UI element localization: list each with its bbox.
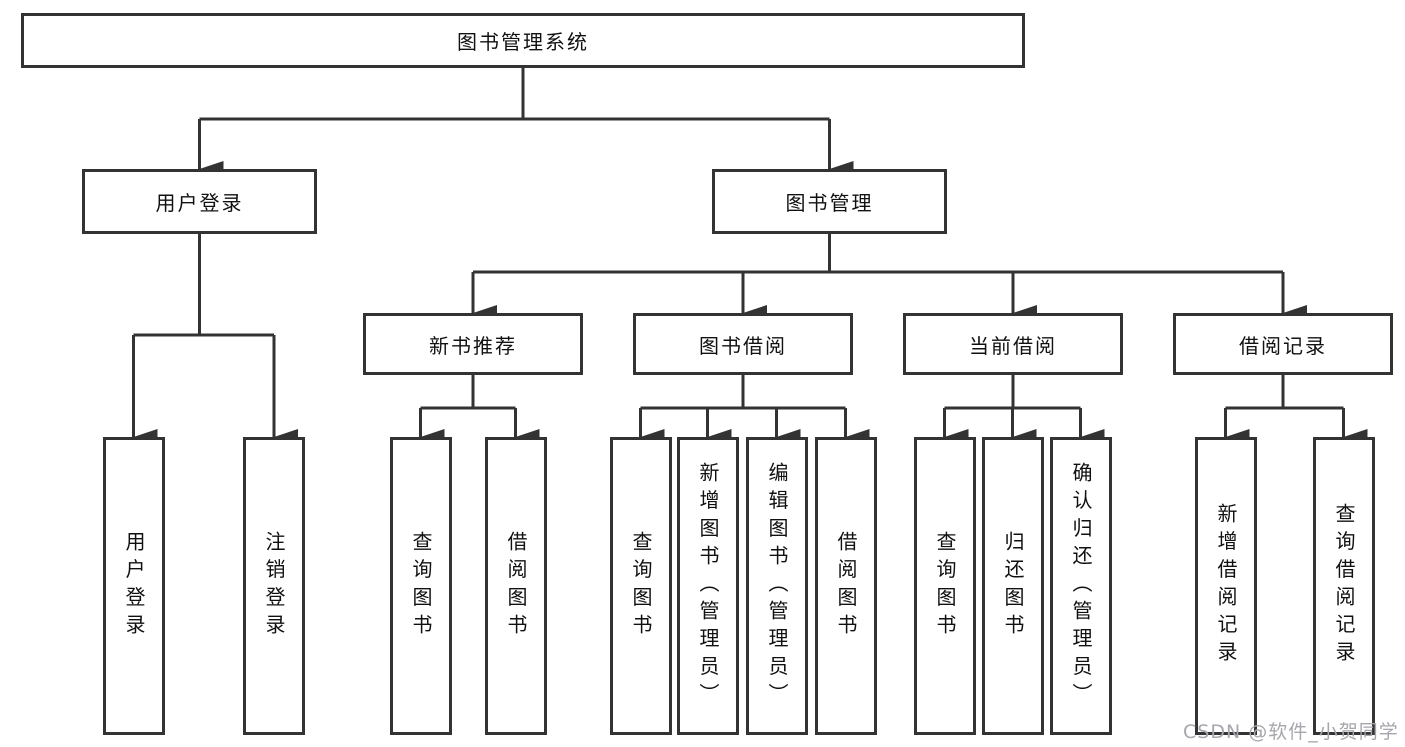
node-root-label: 图书管理系统 [457,30,589,54]
leaf-add-book-admin: 新增图书（管理员） [677,437,739,735]
node-book-management: 图书管理 [712,169,947,234]
leaf-query-book-newbook: 查询图书 [390,437,452,735]
leaf-query-book-borrowing-label: 查询图书 [629,530,653,642]
leaf-return-book-label: 归还图书 [1001,530,1025,642]
leaf-query-book-newbook-label: 查询图书 [409,530,433,642]
leaf-user-login: 用户登录 [103,437,165,735]
leaf-logout-label: 注销登录 [262,530,286,642]
leaf-query-borrow-record: 查询借阅记录 [1313,437,1375,735]
leaf-query-book-current-label: 查询图书 [933,530,957,642]
leaf-confirm-return-admin-label: 确认归还（管理员） [1069,461,1093,711]
node-new-book-recommend: 新书推荐 [363,313,583,375]
leaf-return-book: 归还图书 [982,437,1044,735]
leaf-add-book-admin-label: 新增图书（管理员） [696,461,720,711]
node-user-login: 用户登录 [82,169,317,234]
node-book-borrowing-label: 图书借阅 [699,333,787,358]
leaf-add-borrow-record: 新增借阅记录 [1195,437,1257,735]
node-new-book-recommend-label: 新书推荐 [429,333,517,358]
node-borrowing-records: 借阅记录 [1173,313,1393,375]
leaf-user-login-label: 用户登录 [122,530,146,642]
leaf-add-borrow-record-label: 新增借阅记录 [1214,503,1238,669]
leaf-query-borrow-record-label: 查询借阅记录 [1332,503,1356,669]
csdn-watermark: CSDN @软件_小贺同学 [1183,721,1399,743]
node-current-borrowing: 当前借阅 [903,313,1123,375]
leaf-logout: 注销登录 [243,437,305,735]
node-root-system: 图书管理系统 [21,13,1025,68]
leaf-borrow-book-newbook: 借阅图书 [485,437,547,735]
node-book-borrowing: 图书借阅 [633,313,853,375]
leaf-borrow-book-label: 借阅图书 [834,530,858,642]
leaf-query-book-borrowing: 查询图书 [610,437,672,735]
leaf-edit-book-admin-label: 编辑图书（管理员） [765,461,789,711]
node-borrowing-records-label: 借阅记录 [1239,333,1327,358]
leaf-edit-book-admin: 编辑图书（管理员） [746,437,808,735]
leaf-confirm-return-admin: 确认归还（管理员） [1050,437,1112,735]
leaf-borrow-book-newbook-label: 借阅图书 [504,530,528,642]
node-book-management-label: 图书管理 [785,191,874,215]
leaf-query-book-current: 查询图书 [914,437,976,735]
node-current-borrowing-label: 当前借阅 [969,333,1057,358]
leaf-borrow-book: 借阅图书 [815,437,877,735]
node-user-login-label: 用户登录 [155,191,244,215]
